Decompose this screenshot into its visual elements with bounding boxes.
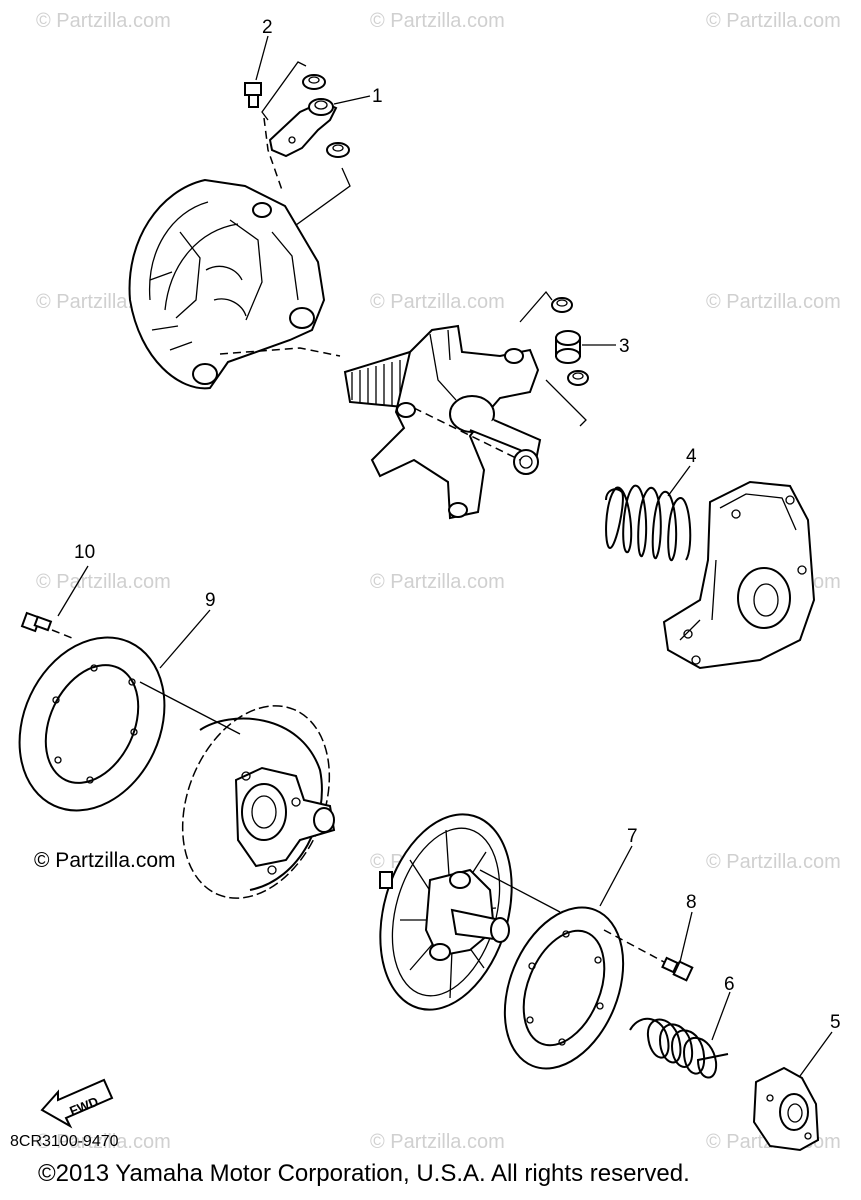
callout-2: 2	[262, 17, 273, 38]
leader-lines	[57, 35, 833, 1077]
watermark: © Partzilla.com	[706, 851, 841, 873]
callout-7: 7	[627, 826, 638, 847]
callout-9: 9	[205, 590, 216, 611]
callout-3: 3	[619, 336, 630, 357]
watermark: © Partzilla.com	[706, 10, 841, 32]
part-4-spring[interactable]	[605, 484, 692, 562]
moveable-sheave-cover	[662, 480, 816, 670]
watermark: © Partzilla.com	[36, 10, 171, 32]
callout-6: 6	[724, 974, 735, 995]
part-7-disc[interactable]	[482, 890, 665, 1086]
watermark: © Partzilla.com	[370, 1131, 505, 1153]
copyright-notice: ©2013 Yamaha Motor Corporation, U.S.A. A…	[38, 1160, 690, 1187]
watermark: © Partzilla.com	[36, 1131, 171, 1153]
moveable-sheave	[181, 705, 336, 899]
part-2-bolt[interactable]	[244, 82, 262, 108]
watermark: © Partzilla.com	[370, 10, 505, 32]
part-9-disc[interactable]	[0, 614, 241, 835]
callout-8: 8	[686, 892, 697, 913]
part-10-bolt[interactable]	[20, 611, 73, 639]
secondary-sheave	[379, 813, 561, 1011]
spider-shaft-assembly	[219, 324, 542, 520]
fixed-sheave-housing	[128, 178, 326, 390]
partzilla-logo-text: © Partzilla.com	[34, 849, 176, 872]
part-8-bolt[interactable]	[661, 956, 694, 982]
watermark: © Partzilla.com	[370, 571, 505, 593]
watermark: © Partzilla.com	[36, 571, 171, 593]
callout-4: 4	[686, 446, 697, 467]
part-6-spring[interactable]	[629, 1017, 729, 1079]
callout-10: 10	[74, 542, 95, 563]
callout-5: 5	[830, 1012, 841, 1033]
callout-1: 1	[372, 86, 383, 107]
part-3-rollers[interactable]	[519, 290, 589, 427]
watermark: © Partzilla.com	[370, 291, 505, 313]
part-5-cam[interactable]	[752, 1066, 820, 1152]
diagram-code: 8CR3100-9470	[10, 1133, 119, 1150]
part-1-arm-and-bushings[interactable]	[261, 61, 351, 226]
fwd-arrow: FWD	[40, 1078, 114, 1129]
watermark: © Partzilla.com	[706, 291, 841, 313]
